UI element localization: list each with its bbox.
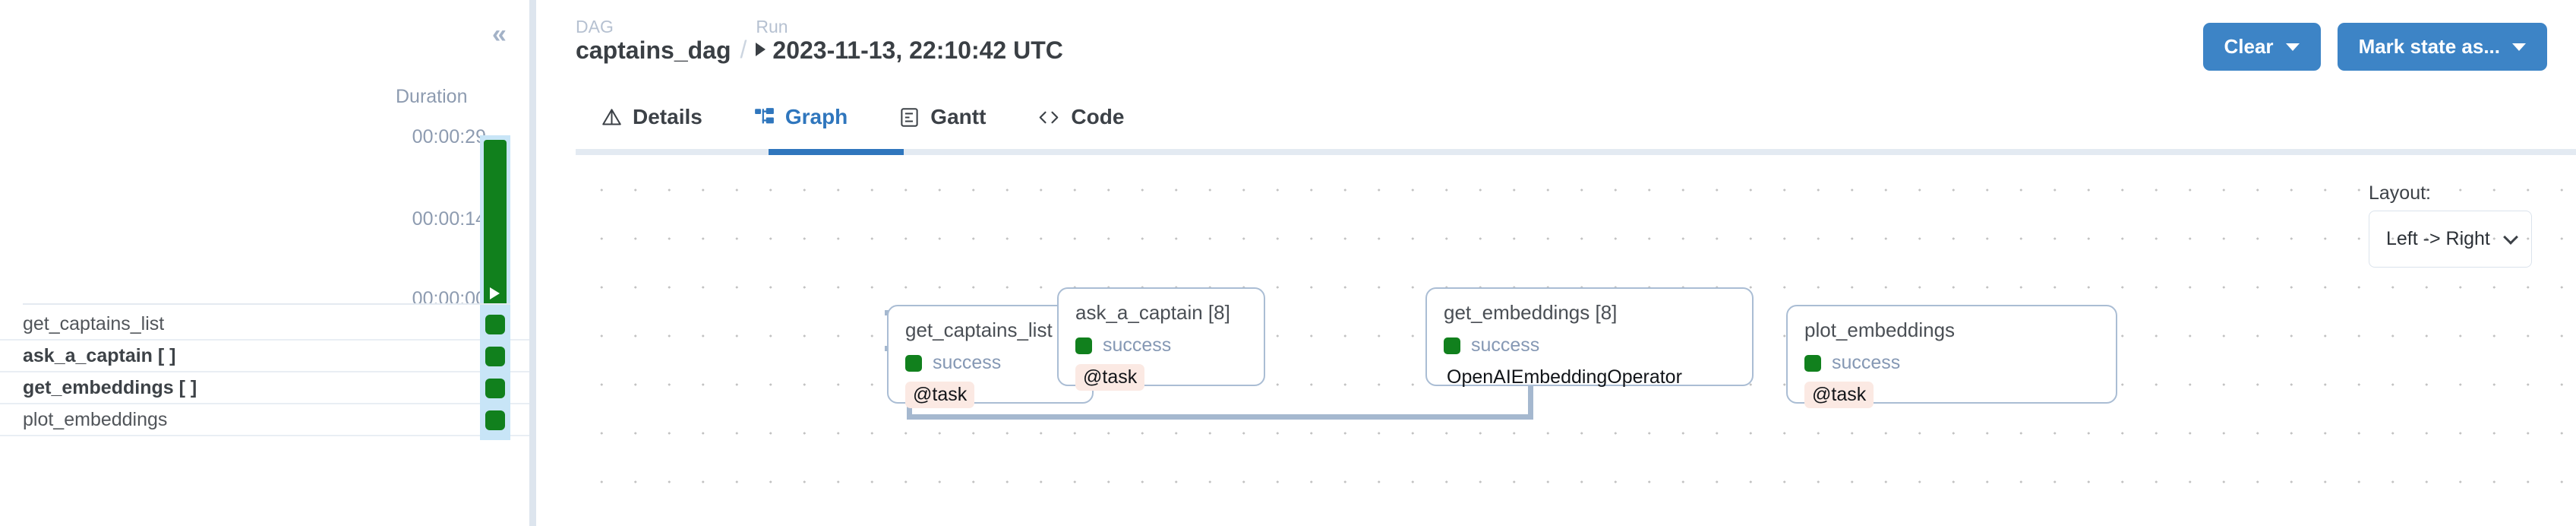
task-list: get_captains_list ask_a_captain [ ] get_… [0, 309, 532, 436]
gantt-document-icon [899, 107, 920, 128]
task-name: get_embeddings [ ] [23, 376, 197, 398]
tab-code-label: Code [1071, 105, 1125, 128]
graph-node-status-text: success [1471, 334, 1540, 356]
breadcrumb-separator: / [740, 36, 747, 64]
code-brackets-icon [1037, 107, 1060, 128]
graph-node-status: success [1804, 352, 2099, 374]
edge-bypass-segment-across [907, 414, 1533, 420]
chevron-down-icon [2512, 43, 2526, 51]
main-content: DAG captains_dag / Run 2023-11-13, 22:10… [536, 0, 2576, 526]
duration-bar[interactable] [484, 140, 507, 303]
task-row[interactable]: get_captains_list [0, 309, 532, 341]
tab-underline [576, 149, 2576, 155]
chart-baseline [23, 303, 510, 305]
breadcrumb: DAG captains_dag / Run 2023-11-13, 22:10… [576, 17, 1063, 65]
run-play-triangle-icon [756, 43, 766, 57]
graph-nodes-icon [754, 107, 775, 128]
graph-node-title: get_embeddings [8] [1444, 301, 1618, 324]
duration-axis-tick-mid: 00:00:14 [412, 208, 486, 230]
duration-axis-tick-bottom: 00:00:00 [412, 288, 486, 309]
breadcrumb-dag-label: DAG [576, 17, 614, 36]
status-square-success [485, 379, 505, 398]
tab-code[interactable]: Code [1012, 97, 1150, 146]
chevron-down-icon [2503, 229, 2518, 245]
tab-bar: Details Graph [576, 97, 1150, 146]
breadcrumb-dag[interactable]: DAG captains_dag [576, 17, 731, 65]
task-name: plot_embeddings [23, 408, 168, 430]
task-row[interactable]: get_embeddings [ ] [0, 372, 532, 404]
status-square-success [1804, 354, 1821, 372]
task-status-cell[interactable] [480, 404, 510, 436]
layout-select[interactable]: Left -> Right [2369, 211, 2532, 268]
graph-node-status-text: success [1103, 334, 1172, 356]
pane-resize-handle[interactable] [529, 0, 536, 526]
tab-details-label: Details [633, 105, 702, 128]
task-row[interactable]: plot_embeddings [0, 404, 532, 436]
graph-node-status-text: success [933, 352, 1002, 373]
breadcrumb-run[interactable]: Run 2023-11-13, 22:10:42 UTC [756, 17, 1063, 65]
task-status-cell[interactable] [480, 341, 510, 372]
graph-node-badge: OpenAIEmbeddingOperator [1447, 366, 1682, 388]
header-actions: Clear Mark state as... [2202, 23, 2547, 71]
task-name: get_captains_list [23, 312, 165, 334]
status-square-success [485, 315, 505, 334]
status-square-success [905, 354, 922, 372]
graph-node-plot-embeddings[interactable]: plot_embeddings success @task [1786, 305, 2117, 408]
graph-node-status: success [1444, 334, 1735, 356]
status-square-success [485, 347, 505, 366]
status-square-success [1075, 337, 1092, 354]
tab-details[interactable]: Details [576, 97, 728, 146]
status-square-success [485, 410, 505, 430]
tab-gantt[interactable]: Gantt [873, 97, 1012, 146]
mark-state-as-button[interactable]: Mark state as... [2337, 23, 2547, 71]
task-row[interactable]: ask_a_captain [ ] [0, 341, 532, 372]
graph-node-status-text: success [1832, 352, 1901, 373]
tab-graph[interactable]: Graph [728, 97, 873, 146]
mark-state-as-button-label: Mark state as... [2358, 35, 2500, 58]
tab-graph-label: Graph [784, 105, 848, 128]
graph-node-status: success [905, 352, 1075, 374]
layout-control: Layout: Left -> Right [2369, 182, 2532, 268]
breadcrumb-dag-value[interactable]: captains_dag [576, 36, 731, 65]
clear-button-label: Clear [2224, 35, 2274, 58]
task-name: ask_a_captain [ ] [23, 344, 176, 366]
tab-underline-active [769, 149, 904, 155]
graph-node-badge: @task [1075, 364, 1145, 391]
breadcrumb-run-value-wrap[interactable]: 2023-11-13, 22:10:42 UTC [756, 36, 1063, 65]
graph-node-badge: @task [1804, 382, 1874, 408]
duration-axis-tick-top: 00:00:29 [412, 126, 486, 147]
tab-gantt-label: Gantt [930, 105, 987, 128]
warning-triangle-icon [601, 107, 622, 128]
chevron-down-icon [2285, 43, 2300, 51]
task-status-cell[interactable] [480, 309, 510, 341]
status-square-success [1444, 337, 1460, 354]
graph-node-status: success [1075, 334, 1247, 356]
breadcrumb-run-label: Run [756, 17, 788, 36]
graph-node-get-embeddings[interactable]: get_embeddings [8] success OpenAIEmbeddi… [1425, 287, 1754, 388]
layout-select-value: Left -> Right [2386, 228, 2490, 249]
graph-node-ask-a-captain[interactable]: ask_a_captain [8] success @task [1057, 287, 1265, 391]
dag-graph-canvas[interactable]: Layout: Left -> Right get_captains_l [576, 155, 2576, 526]
collapse-left-icon[interactable]: « [492, 20, 507, 49]
task-status-cell[interactable] [480, 372, 510, 404]
graph-node-badge: @task [905, 382, 975, 408]
graph-node-title: get_captains_list [905, 318, 1053, 341]
layout-label: Layout: [2369, 182, 2432, 204]
duration-chart-title: Duration [396, 86, 468, 107]
graph-node-title: plot_embeddings [1804, 318, 1956, 341]
run-play-icon[interactable] [490, 287, 500, 299]
clear-button[interactable]: Clear [2202, 23, 2321, 71]
graph-node-title: ask_a_captain [8] [1075, 301, 1230, 324]
grid-sidebar: « Duration 00:00:29 00:00:14 00:00:00 ge… [0, 0, 532, 526]
breadcrumb-run-value: 2023-11-13, 22:10:42 UTC [772, 36, 1063, 65]
